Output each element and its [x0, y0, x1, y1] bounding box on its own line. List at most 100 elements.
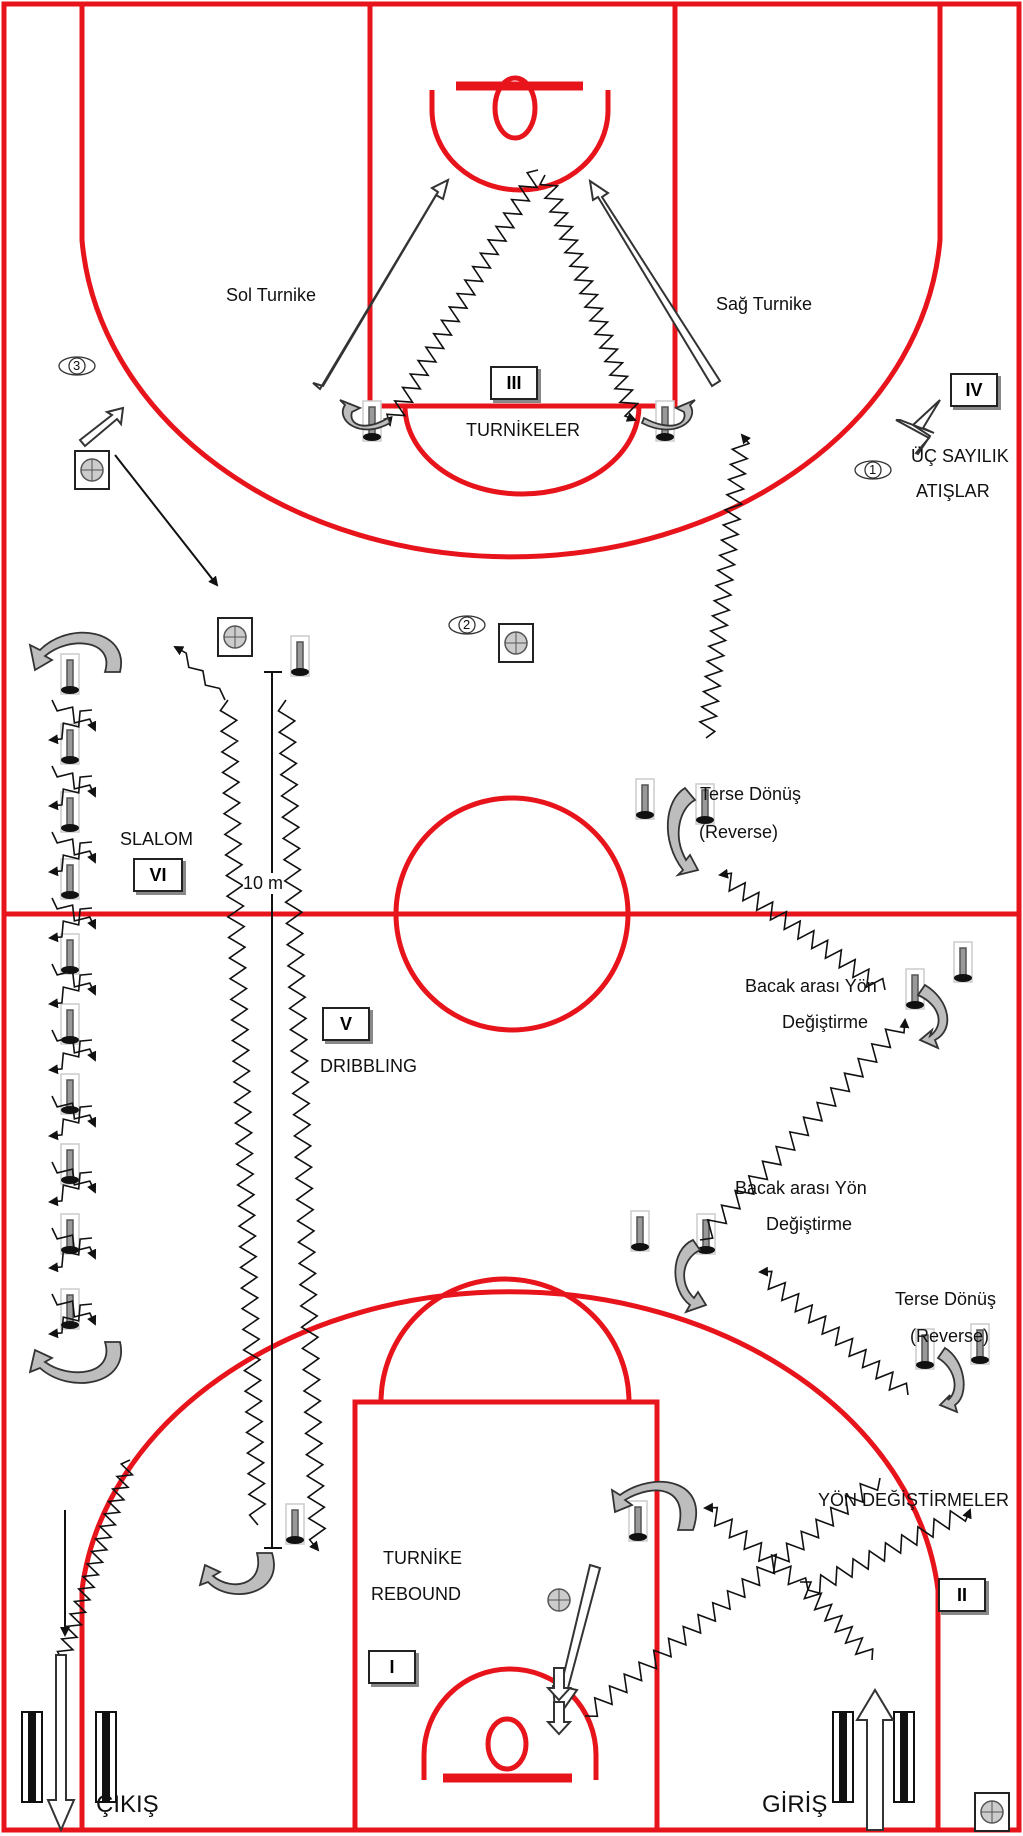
turn-arrow: [666, 786, 700, 877]
pass-arrows: [60, 454, 282, 1637]
label-bacak-arasi-2: Bacak arası Yön: [735, 1178, 867, 1198]
dribble-path: [51, 1161, 97, 1194]
label-reverse-2: (Reverse): [910, 1326, 990, 1346]
dribble-path: [173, 646, 226, 701]
label-terse-donus-1: Terse Dönüş: [700, 784, 802, 804]
bottom-key: [352, 1399, 660, 1833]
dribble-path: [51, 1227, 97, 1260]
cone: [60, 791, 80, 833]
dribble-path: [219, 699, 267, 1526]
center-circle: [393, 795, 631, 1033]
station-box-v: V: [322, 1007, 370, 1041]
rebound-down-arrow-2: [545, 1701, 573, 1736]
bottom-semicircle-lower: [421, 1666, 599, 1780]
gate-bar: [95, 1711, 117, 1803]
cone: [970, 1323, 990, 1365]
shooting-spot-1: 1: [869, 462, 877, 477]
cone: [60, 653, 80, 695]
station-box-i: I: [368, 1650, 416, 1684]
dribble-path: [584, 1477, 881, 1718]
label-giris: GİRİŞ: [762, 1791, 828, 1818]
dribble-path: [698, 433, 751, 739]
dribble-path: [277, 699, 327, 1552]
cone: [60, 1288, 80, 1330]
station-box-vi: VI: [133, 858, 183, 892]
dribble-path: [718, 868, 886, 991]
cone: [915, 1328, 935, 1370]
sol-turnike-arrow: [312, 178, 450, 391]
shooting-spot-marker: [58, 356, 96, 376]
label-rebound: REBOUND: [371, 1584, 462, 1604]
dribble-path: [51, 699, 97, 732]
dribble-path: [538, 174, 640, 422]
turn-arrow: [610, 1481, 697, 1531]
dribble-path: [48, 1237, 93, 1273]
gate-bar: [832, 1711, 854, 1803]
dribble-path: [51, 765, 97, 798]
dribble-path: [51, 963, 97, 996]
ball-box: [498, 623, 534, 663]
label-yon-degistirmeler: YÖN DEĞİŞTİRMELER: [818, 1490, 1010, 1510]
label-ten-m: 10 m: [243, 873, 284, 894]
bottom-free-throw-circle: [378, 1276, 632, 1403]
dribble-path: [48, 1105, 93, 1141]
cone: [953, 941, 973, 983]
rebound-down-arrow-1: [545, 1667, 573, 1702]
cone: [655, 400, 675, 442]
cone: [628, 1500, 648, 1542]
label-sol-turnike: Sol Turnike: [226, 285, 317, 305]
dribble-path: [48, 1303, 93, 1339]
pass-arrow-to-ball: [114, 454, 219, 587]
cone: [696, 1213, 716, 1255]
dribble-path: [799, 1581, 874, 1661]
exit-big-arrow: [46, 1654, 76, 1833]
label-sag-turnike: Sağ Turnike: [716, 294, 813, 314]
shooting-spot-marker: [854, 460, 892, 480]
dribble-path: [48, 775, 93, 811]
cone: [695, 783, 715, 825]
turn-arrow: [640, 399, 696, 431]
cone: [362, 400, 382, 442]
turn-arrow: [936, 1346, 965, 1414]
cone: [60, 723, 80, 765]
hollow-arrows: [46, 178, 941, 1833]
label-uc-sayilik: ÜÇ SAYILIK: [911, 446, 1009, 466]
bottom-hoop: [485, 1716, 529, 1772]
dribble-path: [758, 1266, 909, 1396]
label-slalom: SLALOM: [120, 829, 194, 849]
cone: [60, 1143, 80, 1185]
station-box-ii: II: [938, 1578, 986, 1612]
shooting-spot-2: 2: [463, 617, 471, 632]
cone: [635, 778, 655, 820]
bottom-three-point-line: [79, 1289, 941, 1830]
label-degistirme-2: Değiştirme: [766, 1214, 853, 1234]
turn-arrow: [198, 1552, 275, 1595]
label-turnike: TURNİKE: [383, 1548, 463, 1568]
dribble-path: [48, 907, 93, 943]
cone: [290, 635, 310, 677]
station-iv-arrow: [895, 399, 941, 456]
ball-box: [217, 617, 253, 657]
top-three-point-line: [79, 4, 943, 560]
turn-arrow: [28, 1341, 123, 1384]
dribble-path: [48, 973, 93, 1009]
label-cikis: ÇIKIŞ: [96, 1791, 159, 1818]
cone: [60, 858, 80, 900]
cone: [630, 1210, 650, 1252]
dribble-path: [56, 1459, 135, 1661]
label-bacak-arasi-1: Bacak arası Yön: [745, 976, 877, 996]
cone: [60, 933, 80, 975]
turn-arrow: [28, 631, 123, 673]
label-reverse-1: (Reverse): [699, 822, 779, 842]
shooting-spot-3: 3: [73, 358, 81, 373]
dribble-path: [703, 1502, 809, 1591]
ball-box: [74, 450, 110, 490]
ball: [547, 1588, 571, 1612]
dribble-path: [699, 1018, 910, 1241]
dribble-path: [51, 1293, 97, 1326]
dribble-path: [48, 841, 93, 877]
station-box-iv: IV: [950, 373, 998, 407]
dribble-path: [48, 709, 93, 745]
